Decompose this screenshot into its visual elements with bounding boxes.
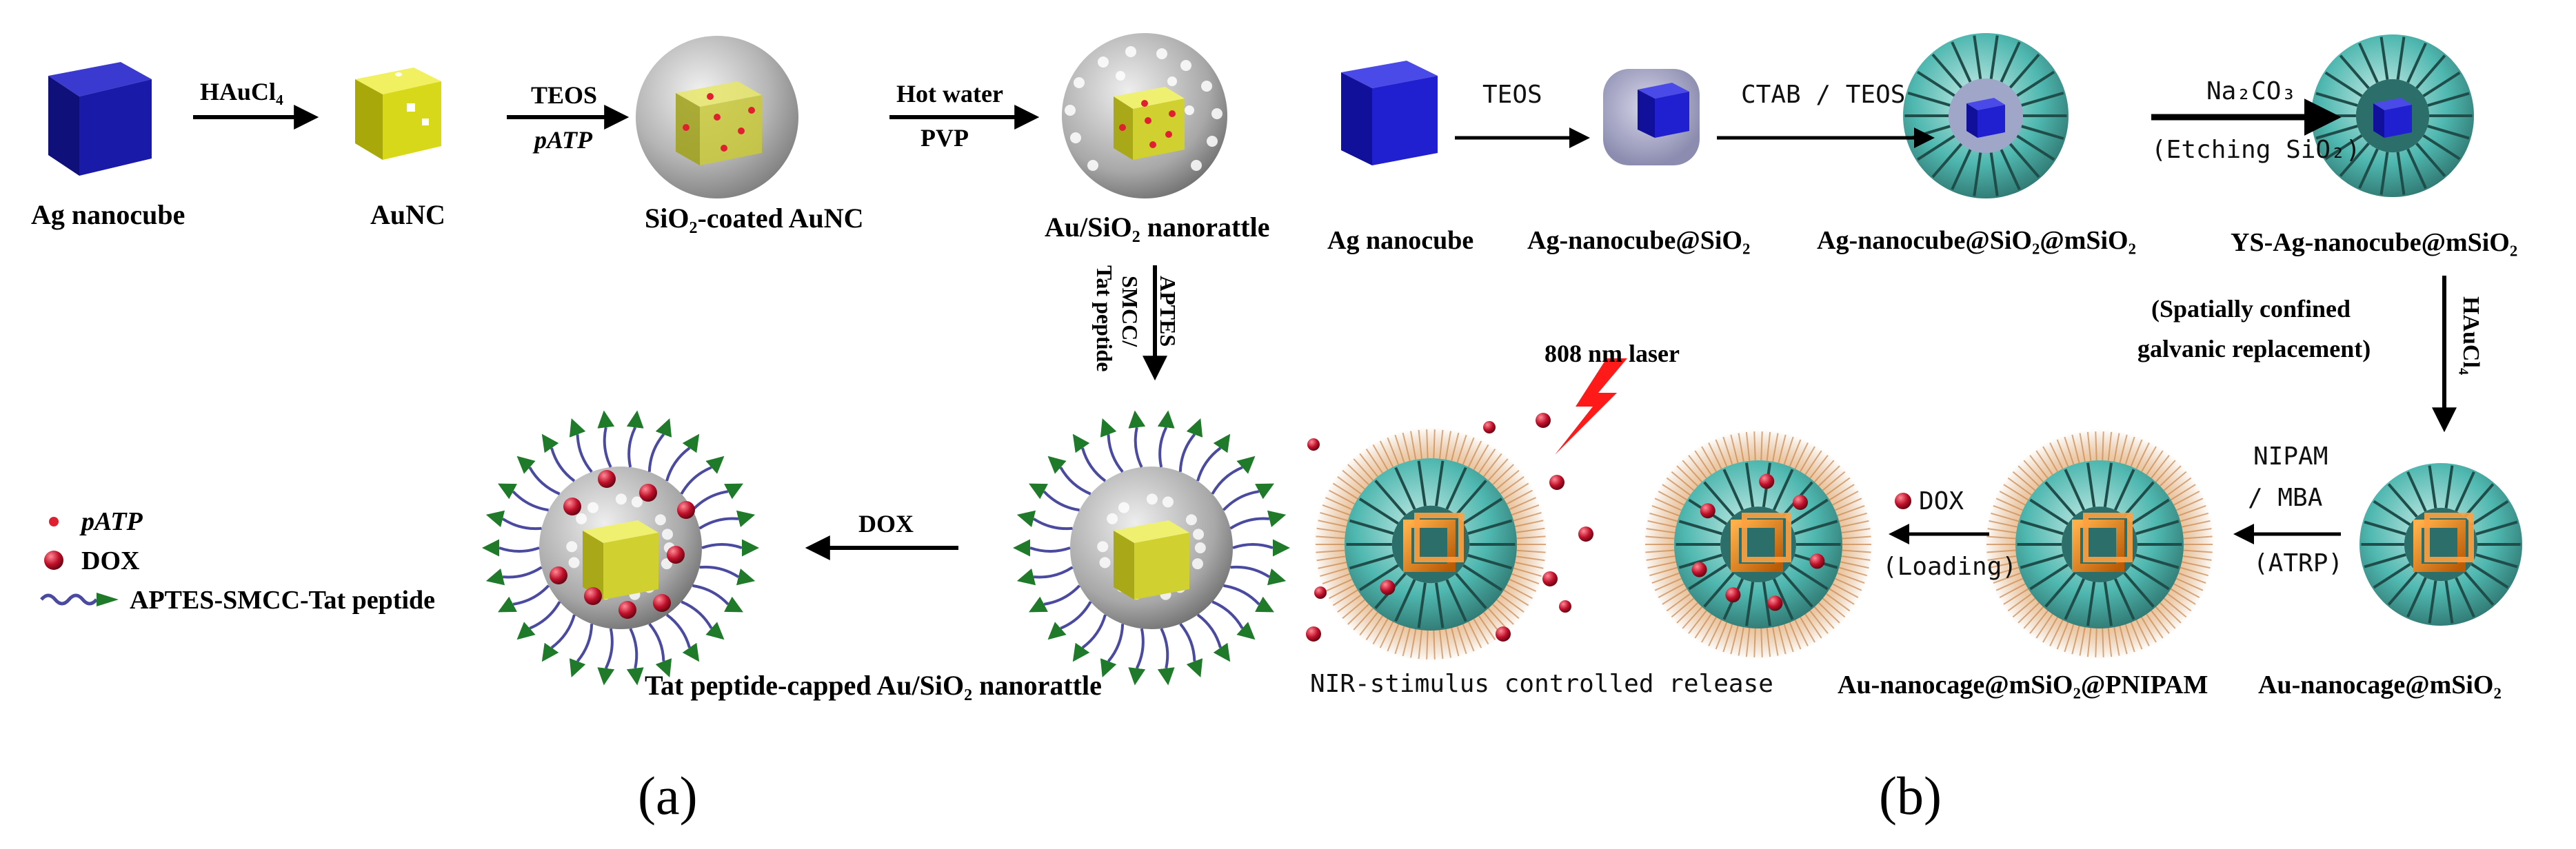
- label-sio2-coated: SiO₂-coated AuNC: [645, 203, 864, 234]
- arrow-label-aptes: APTES: [1156, 276, 1180, 347]
- label-tat-capped: Tat peptide-capped Au/SiO₂ nanorattle: [645, 670, 1102, 701]
- arrow-label-tat: Tat peptide: [1092, 265, 1117, 372]
- tat-peptide-particle: [1013, 410, 1290, 686]
- label-aunc: AuNC: [370, 199, 445, 230]
- arrow-label-dox-a: DOX: [858, 510, 914, 538]
- panel-tag-a: (a): [638, 766, 698, 826]
- au-sio2-nanorattle: [1062, 33, 1227, 198]
- ag-nanocube-b: [1341, 61, 1438, 165]
- label-ag-nanocube-a: Ag nanocube: [31, 199, 185, 230]
- ag-nanocube-a: [48, 62, 152, 176]
- sio2-coated-aunc: [636, 36, 798, 198]
- arrow-label-patp-a: pATP: [534, 126, 593, 154]
- legend-patp-icon: [49, 517, 59, 526]
- arrow-label-atrp: (ATRP): [2253, 549, 2344, 577]
- arrow-label-mba: / MBA: [2248, 484, 2323, 512]
- arrow-label-pvp: PVP: [920, 124, 969, 152]
- arrow-label-dox-b: DOX: [1919, 487, 1964, 515]
- laser-bolt-icon: [1555, 358, 1627, 455]
- ag-sio2-msio2-particle: [1903, 33, 2069, 198]
- arrow-label-hot-water: Hot water: [896, 80, 1003, 108]
- au-nanocage-pnipam-particle: [1984, 429, 2215, 659]
- arrow-label-haucl4: HAuCl₄: [200, 78, 283, 105]
- arrow-label-loading: (Loading): [1882, 553, 2017, 581]
- ag-sio2-particle: [1603, 69, 1700, 165]
- arrow-label-teos-a: TEOS: [531, 81, 598, 109]
- label-ag-sio2: Ag-nanocube@SiO₂: [1527, 226, 1751, 255]
- nir-release-particle: [1314, 427, 1548, 662]
- arrow-label-nipam: NIPAM: [2253, 442, 2328, 471]
- label-ag-sio2-msio2: Ag-nanocube@SiO₂@mSiO₂: [1817, 226, 2136, 255]
- tat-dox-particle: [482, 410, 759, 686]
- released-dox-dots: [1306, 413, 1593, 642]
- dox-bead-icon: [1895, 493, 1911, 509]
- label-au-cage-pnipam: Au-nanocage@mSiO₂@PNIPAM: [1838, 671, 2208, 699]
- arrow-label-smcc: SMCC/: [1118, 276, 1143, 347]
- arrow-label-ctab: CTAB / TEOS: [1741, 81, 1906, 109]
- legend-chain-icon: [40, 593, 119, 606]
- label-au-sio2: Au/SiO₂ nanorattle: [1045, 212, 1270, 243]
- arrow-label-spatial-2: galvanic replacement): [2137, 335, 2371, 362]
- arrow-label-teos-b: TEOS: [1482, 81, 1542, 109]
- panel-tag-b: (b): [1879, 766, 1942, 826]
- arrow-label-laser: 808 nm laser: [1544, 340, 1680, 367]
- arrow-label-etching: (Etching SiO₂): [2151, 136, 2361, 164]
- dox-loaded-particle: [1643, 429, 1873, 659]
- legend-dox-label: DOX: [81, 546, 140, 575]
- legend-chain-label: APTES-SMCC-Tat peptide: [130, 586, 436, 615]
- legend-patp-label: pATP: [81, 507, 143, 536]
- ys-ag-msio2-particle: [2311, 34, 2474, 197]
- au-nanocage-msio2-particle: [2359, 463, 2522, 626]
- label-au-cage: Au-nanocage@mSiO₂: [2258, 671, 2502, 699]
- arrow-label-na2co3: Na₂CO₃: [2206, 77, 2297, 105]
- label-ys: YS-Ag-nanocube@mSiO₂: [2231, 228, 2518, 257]
- arrow-label-haucl4-b: HAuCl₄: [2458, 296, 2484, 376]
- aunc-cube: [355, 68, 441, 160]
- arrow-label-spatial-1: (Spatially confined: [2151, 295, 2351, 323]
- label-ag-nanocube-b: Ag nanocube: [1327, 226, 1474, 255]
- label-nir: NIR-stimulus controlled release: [1310, 670, 1773, 698]
- legend-dox-icon: [44, 551, 63, 570]
